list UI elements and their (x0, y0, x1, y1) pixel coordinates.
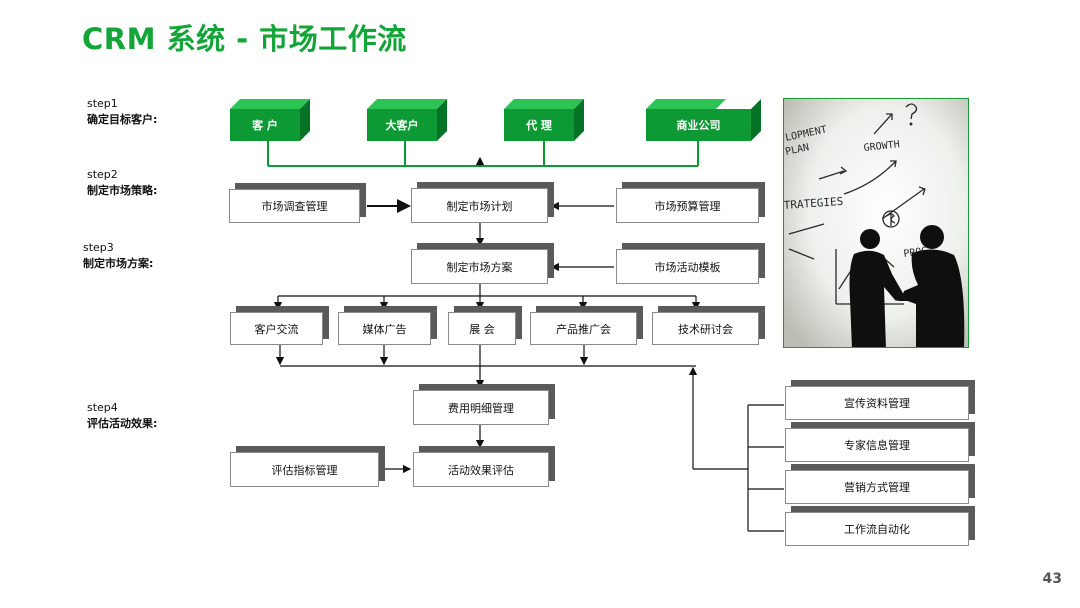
activity-product-promotion[interactable]: 产品推广会 (530, 312, 637, 345)
evaluation-index-box[interactable]: 评估指标管理 (230, 452, 379, 487)
step-desc: 制定市场策略: (87, 184, 158, 197)
svg-text:TRATEGIES: TRATEGIES (784, 195, 844, 212)
customer-box-key-account[interactable]: 大客户 (367, 109, 437, 141)
marketing-method-box[interactable]: 营销方式管理 (785, 470, 969, 504)
svg-text:PLAN: PLAN (784, 142, 810, 158)
activity-tech-seminar[interactable]: 技术研讨会 (652, 312, 759, 345)
step-desc: 制定市场方案: (83, 257, 154, 270)
step-name: step3 (83, 241, 114, 254)
step-3-label: step3 制定市场方案: (83, 240, 153, 272)
workflow-automation-box[interactable]: 工作流自动化 (785, 512, 969, 546)
market-budget-box[interactable]: 市场预算管理 (616, 188, 759, 223)
activity-media-ads[interactable]: 媒体广告 (338, 312, 431, 345)
expert-info-box[interactable]: 专家信息管理 (785, 428, 969, 462)
step-1-label: step1 确定目标客户: (87, 96, 157, 128)
page-title: CRM 系统 - 市场工作流 (82, 22, 407, 56)
market-plan-box[interactable]: 制定市场计划 (411, 188, 548, 223)
activity-customer-exchange[interactable]: 客户交流 (230, 312, 323, 345)
promo-material-box[interactable]: 宣传资料管理 (785, 386, 969, 420)
cost-detail-box[interactable]: 费用明细管理 (413, 390, 549, 425)
customer-box-business-company[interactable]: 商业公司 (646, 109, 751, 141)
step-desc: 确定目标客户: (87, 113, 158, 126)
activity-exhibition[interactable]: 展 会 (448, 312, 516, 345)
customer-box-agent[interactable]: 代 理 (504, 109, 574, 141)
step-2-label: step2 制定市场策略: (87, 167, 157, 199)
step-desc: 评估活动效果: (87, 417, 158, 430)
effect-evaluation-box[interactable]: 活动效果评估 (413, 452, 549, 487)
handshake-illustration: LOPMENT PLAN GROWTH TRATEGIES PROG (784, 99, 968, 347)
handshake-photo: LOPMENT PLAN GROWTH TRATEGIES PROG (783, 98, 969, 348)
page-number: 43 (1042, 571, 1062, 587)
activity-template-box[interactable]: 市场活动模板 (616, 249, 759, 284)
step-name: step1 (87, 97, 118, 110)
step-name: step4 (87, 401, 118, 414)
customer-box-customer[interactable]: 客 户 (230, 109, 300, 141)
market-scheme-box[interactable]: 制定市场方案 (411, 249, 548, 284)
step-name: step2 (87, 168, 118, 181)
market-research-box[interactable]: 市场调查管理 (229, 189, 360, 223)
svg-text:GROWTH: GROWTH (863, 139, 900, 154)
step-4-label: step4 评估活动效果: (87, 400, 157, 432)
